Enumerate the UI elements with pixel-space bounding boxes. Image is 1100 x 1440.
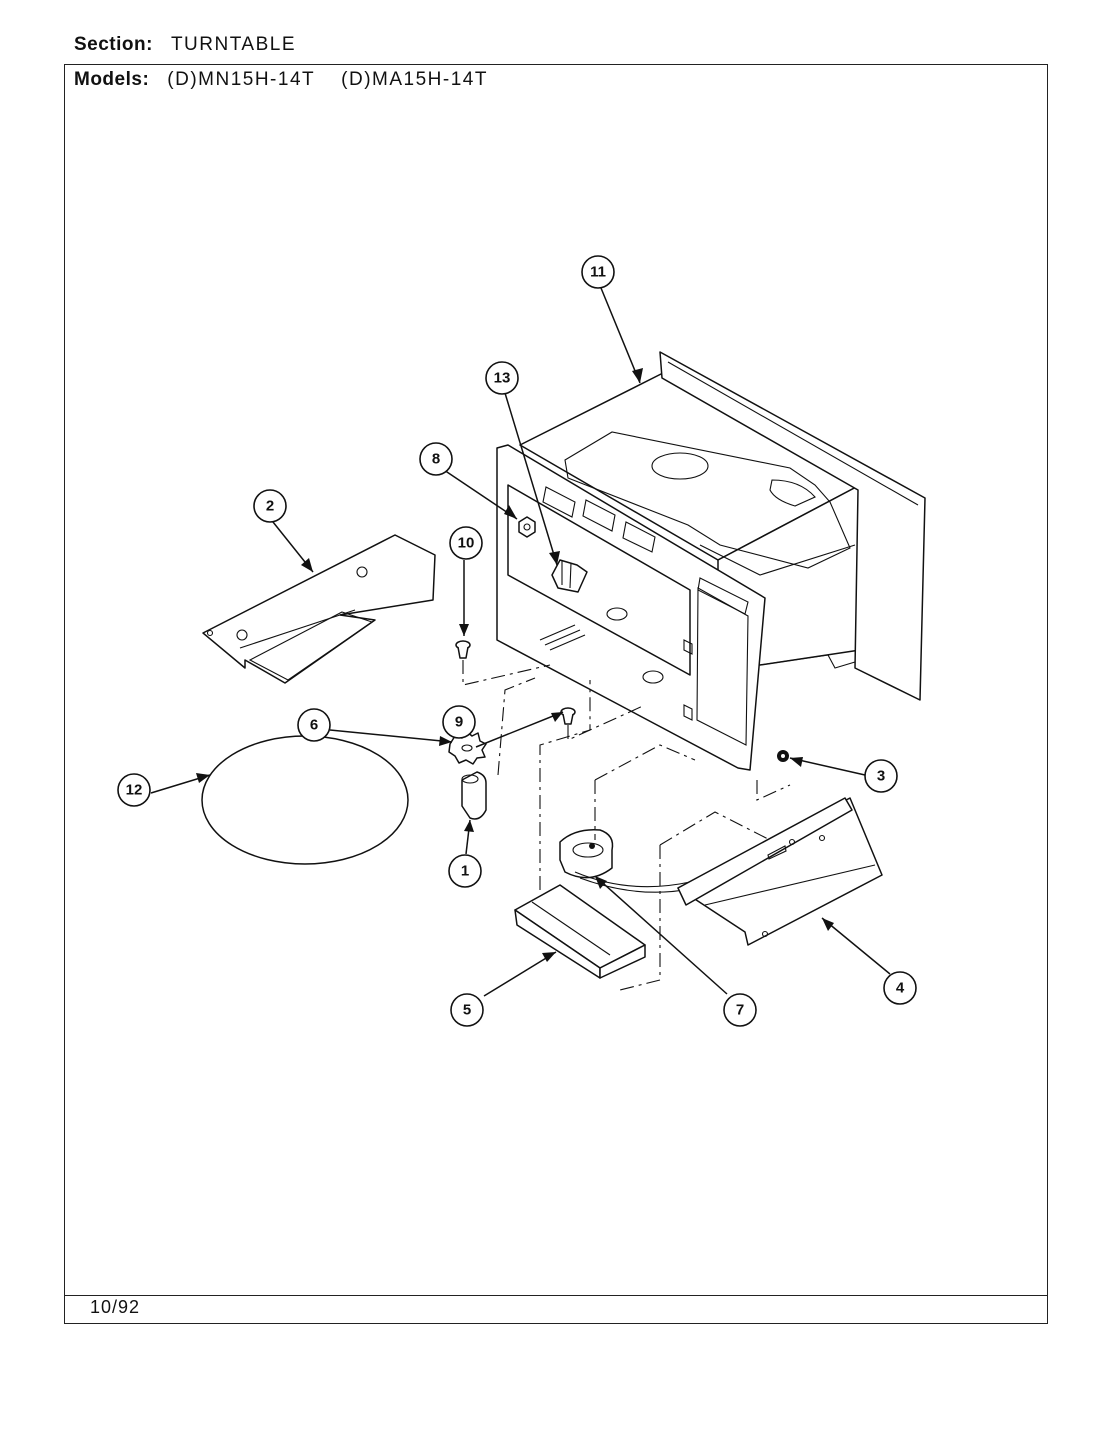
assembly-lines bbox=[462, 660, 791, 991]
callout-13: 13 bbox=[485, 361, 519, 395]
svg-text:10: 10 bbox=[458, 535, 475, 552]
callout-5: 5 bbox=[450, 993, 484, 1027]
part-12-turntable-tray bbox=[201, 735, 409, 865]
part-10-screw bbox=[455, 640, 471, 659]
model-1: (D)MN15H-14T bbox=[167, 69, 316, 90]
model-2: (D)MA15H-14T bbox=[341, 69, 488, 90]
svg-text:4: 4 bbox=[896, 980, 905, 997]
svg-text:5: 5 bbox=[463, 1002, 471, 1019]
svg-text:11: 11 bbox=[590, 264, 606, 281]
section-label: Section: bbox=[74, 34, 153, 55]
part-1-coupler bbox=[461, 771, 487, 820]
svg-text:1: 1 bbox=[461, 863, 469, 880]
svg-text:9: 9 bbox=[455, 714, 463, 731]
part-4-mounting-rail bbox=[677, 797, 883, 946]
svg-text:7: 7 bbox=[736, 1002, 744, 1019]
svg-text:3: 3 bbox=[877, 768, 885, 785]
cavity-front-frame bbox=[496, 444, 766, 771]
callout-2: 2 bbox=[253, 489, 287, 523]
svg-text:8: 8 bbox=[432, 451, 440, 468]
svg-text:12: 12 bbox=[126, 782, 143, 799]
svg-text:13: 13 bbox=[494, 370, 511, 387]
callout-8: 8 bbox=[419, 442, 453, 476]
footer-rule bbox=[64, 1295, 1048, 1296]
callout-9: 9 bbox=[442, 705, 476, 739]
callout-12: 12 bbox=[117, 773, 151, 807]
callout-3: 3 bbox=[864, 759, 898, 793]
section-value: TURNTABLE bbox=[170, 34, 297, 55]
callout-7: 7 bbox=[723, 993, 757, 1027]
callout-4: 4 bbox=[883, 971, 917, 1005]
revision-date: 10/92 bbox=[90, 1297, 141, 1317]
part-3-grommet bbox=[777, 750, 789, 762]
callout-6: 6 bbox=[297, 708, 331, 742]
section-line: Section: TURNTABLE bbox=[74, 34, 296, 56]
callout-11: 11 bbox=[581, 255, 615, 289]
callout-10: 10 bbox=[449, 526, 483, 560]
part-8-nut bbox=[518, 516, 536, 538]
models-line: Models: (D)MN15H-14T (D)MA15H-14T bbox=[74, 69, 514, 91]
part-2-cover-plate bbox=[202, 534, 436, 684]
part-7-motor bbox=[559, 829, 696, 893]
svg-text:6: 6 bbox=[310, 717, 318, 734]
diagram-frame bbox=[64, 64, 1048, 1324]
part-9-screw bbox=[560, 707, 576, 725]
models-label: Models: bbox=[74, 69, 150, 90]
part-5-motor-bracket bbox=[514, 884, 646, 979]
callout-1: 1 bbox=[448, 854, 482, 888]
leader-lines bbox=[150, 287, 891, 997]
svg-text:2: 2 bbox=[266, 498, 274, 515]
part-13-bracket bbox=[551, 559, 588, 593]
